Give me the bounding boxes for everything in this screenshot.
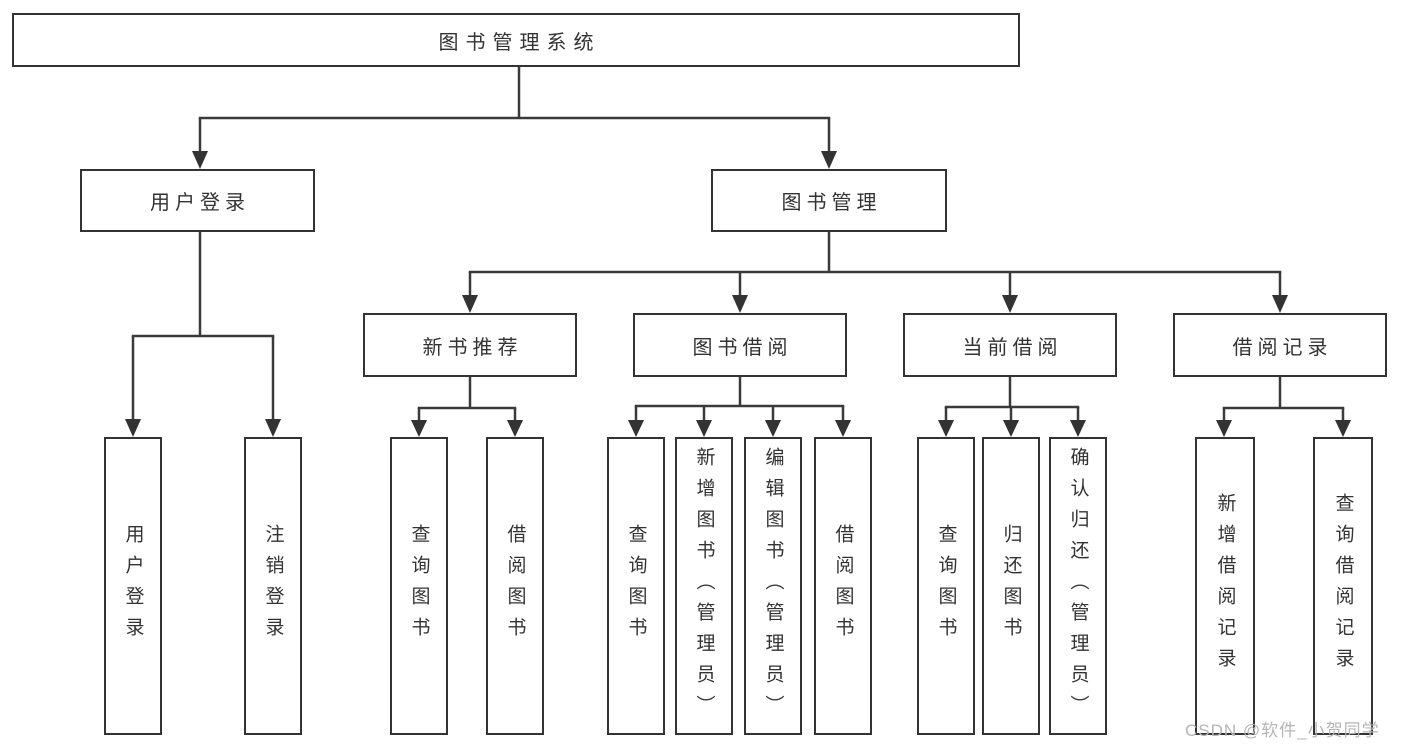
arrowhead-borrow-records bbox=[1272, 295, 1288, 313]
leaf-bb-add-books-admin-label: 新增图书（管理员） bbox=[693, 446, 715, 726]
leaf-br-add-record-label: 新增借阅记录 bbox=[1214, 493, 1236, 679]
node-borrow-records-label: 借阅记录 bbox=[1232, 336, 1333, 359]
leaf-cb-query-books-label: 查询图书 bbox=[935, 524, 957, 648]
leaf-cb-return-books: 归还图书 bbox=[982, 437, 1040, 735]
arrowhead-user-login bbox=[192, 151, 208, 169]
node-user-login: 用户登录 bbox=[80, 169, 315, 232]
leaf-nb-borrow-books: 借阅图书 bbox=[486, 437, 544, 735]
leaf-bb-add-books-admin: 新增图书（管理员） bbox=[675, 437, 733, 735]
node-current-borrow-label: 当前借阅 bbox=[962, 336, 1063, 359]
leaf-bb-edit-books-admin: 编辑图书（管理员） bbox=[744, 437, 802, 735]
leaf-br-add-record: 新增借阅记录 bbox=[1195, 437, 1255, 735]
node-new-book-recommend: 新书推荐 bbox=[363, 313, 577, 377]
arrowheads bbox=[125, 151, 1351, 437]
connector-lines bbox=[131, 66, 1345, 422]
node-borrow-records: 借阅记录 bbox=[1173, 313, 1387, 377]
arrowhead-nb-query bbox=[411, 420, 427, 437]
leaf-user-login: 用户登录 bbox=[104, 437, 162, 735]
leaf-cb-return-books-label: 归还图书 bbox=[1000, 524, 1022, 648]
node-book-borrow-label: 图书借阅 bbox=[692, 336, 793, 359]
leaf-bb-query-books-label: 查询图书 bbox=[625, 524, 647, 648]
leaf-nb-borrow-books-label: 借阅图书 bbox=[504, 524, 526, 648]
leaf-bb-borrow-books: 借阅图书 bbox=[814, 437, 872, 735]
arrowhead-leaf-login bbox=[125, 419, 141, 437]
arrowhead-book-mgmt bbox=[821, 151, 837, 169]
node-new-book-recommend-label: 新书推荐 bbox=[422, 336, 523, 359]
leaf-bb-borrow-books-label: 借阅图书 bbox=[832, 524, 854, 648]
csdn-watermark: CSDN @软件_小贺同学 bbox=[1185, 721, 1380, 740]
leaf-cb-confirm-return-admin: 确认归还（管理员） bbox=[1049, 437, 1107, 735]
arrowhead-book-borrow bbox=[732, 295, 748, 313]
arrowhead-nb-borrow bbox=[507, 420, 523, 437]
node-book-management: 图书管理 bbox=[711, 169, 947, 232]
node-user-login-label: 用户登录 bbox=[150, 192, 250, 214]
node-root: 图书管理系统 bbox=[12, 13, 1020, 67]
arrowhead-leaf-logout bbox=[265, 419, 281, 437]
arrowhead-br-add bbox=[1216, 420, 1232, 437]
leaf-nb-query-books: 查询图书 bbox=[390, 437, 448, 735]
arrowhead-bb-add bbox=[696, 420, 712, 437]
node-current-borrow: 当前借阅 bbox=[903, 313, 1117, 377]
arrowhead-cb-confirm bbox=[1070, 420, 1086, 437]
arrowhead-new-book bbox=[462, 295, 478, 313]
arrowhead-cb-query bbox=[938, 420, 954, 437]
node-book-borrow: 图书借阅 bbox=[633, 313, 847, 377]
leaf-user-login-label: 用户登录 bbox=[122, 524, 144, 648]
arrowhead-bb-borrow bbox=[835, 420, 851, 437]
leaf-bb-edit-books-admin-label: 编辑图书（管理员） bbox=[762, 446, 784, 726]
leaf-br-query-record: 查询借阅记录 bbox=[1313, 437, 1373, 735]
arrowhead-br-query bbox=[1335, 420, 1351, 437]
node-book-management-label: 图书管理 bbox=[781, 192, 882, 214]
arrowhead-cb-return bbox=[1003, 420, 1019, 437]
leaf-cb-query-books: 查询图书 bbox=[917, 437, 975, 735]
leaf-cb-confirm-return-admin-label: 确认归还（管理员） bbox=[1067, 446, 1089, 726]
leaf-br-query-record-label: 查询借阅记录 bbox=[1332, 493, 1354, 679]
leaf-nb-query-books-label: 查询图书 bbox=[408, 524, 430, 648]
leaf-logout: 注销登录 bbox=[244, 437, 302, 735]
arrowhead-current-borrow bbox=[1002, 295, 1018, 313]
leaf-logout-label: 注销登录 bbox=[262, 524, 284, 648]
arrowhead-bb-query bbox=[628, 420, 644, 437]
leaf-bb-query-books: 查询图书 bbox=[607, 437, 665, 735]
node-root-label: 图书管理系统 bbox=[438, 31, 601, 54]
arrowhead-bb-edit bbox=[765, 420, 781, 437]
